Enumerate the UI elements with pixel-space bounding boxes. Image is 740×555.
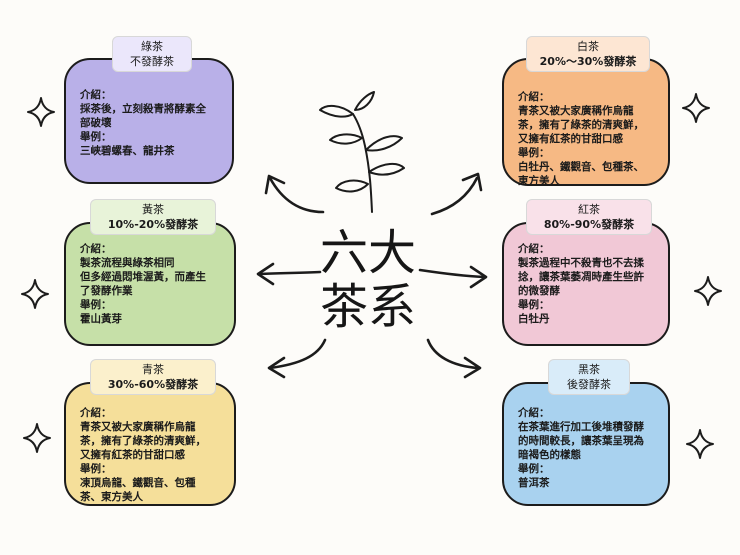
dark-tea-name: 黑茶: [578, 363, 600, 376]
dark-tea-card: 介紹： 在茶葉進行加工後堆積發酵 的時間較長，讓茶葉呈現為 暗褐色的樣態 舉例：…: [502, 382, 670, 506]
arrow-to-red-tea: [418, 265, 488, 289]
oolong-tea-name: 青茶: [142, 363, 164, 376]
white-tea-name: 白茶: [577, 40, 599, 53]
arrow-to-white-tea: [430, 172, 483, 216]
arrow-to-oolong-tea: [267, 338, 327, 379]
oolong-tea-card: 介紹： 青茶又被大家廣稱作烏龍 茶，擁有了綠茶的清爽鮮， 又擁有紅茶的甘甜口感 …: [64, 382, 236, 506]
red-tea-name: 紅茶: [578, 203, 600, 216]
arrow-to-yellow-tea: [256, 262, 322, 286]
dark-tea-label: 黑茶 後發酵茶: [548, 359, 630, 395]
red-tea-card: 介紹： 製茶過程中不殺青也不去揉 捻，讓茶葉萎凋時產生些許 的微發酵 舉例： 白…: [502, 222, 670, 346]
green-tea-ferment: 不發酵茶: [130, 55, 174, 68]
yellow-tea-name: 黃茶: [142, 203, 164, 216]
arrow-to-dark-tea: [426, 338, 482, 379]
sparkle-icon: [21, 279, 49, 309]
white-tea-ferment: 20%～30%發酵茶: [539, 55, 637, 68]
red-tea-ferment: 80%-90%發酵茶: [543, 218, 635, 231]
dark-tea-ferment: 後發酵茶: [567, 378, 611, 391]
yellow-tea-ferment: 10%-20%發酵茶: [107, 218, 199, 231]
sparkle-icon: [27, 97, 55, 127]
center-title-line1: 六大: [319, 225, 416, 281]
yellow-tea-label: 黃茶 10%-20%發酵茶: [90, 199, 216, 235]
yellow-tea-description: 介紹： 製茶流程與綠茶相同 但多經過悶堆渥黃，而產生 了發酵作業 舉例： 霍山黃…: [80, 243, 206, 325]
sparkle-icon: [694, 276, 722, 306]
green-tea-name: 綠茶: [141, 40, 163, 53]
oolong-tea-description: 介紹： 青茶又被大家廣稱作烏龍 茶，擁有了綠茶的清爽鮮， 又擁有紅茶的甘甜口感 …: [80, 407, 206, 503]
arrow-to-green-tea: [264, 174, 325, 214]
white-tea-label: 白茶 20%～30%發酵茶: [526, 36, 650, 72]
sparkle-icon: [682, 93, 710, 123]
white-tea-card: 介紹： 青茶又被大家廣稱作烏龍 茶，擁有了綠茶的清爽鮮， 又擁有紅茶的甘甜口感 …: [502, 58, 670, 187]
tea-leaf-icon: [319, 91, 405, 213]
green-tea-card: 介紹： 採茶後，立刻殺青將酵素全 部破壞 舉例： 三峽碧螺春、龍井茶: [64, 58, 234, 184]
oolong-tea-ferment: 30%-60%發酵茶: [107, 378, 199, 391]
sparkle-icon: [23, 423, 51, 453]
red-tea-description: 介紹： 製茶過程中不殺青也不去揉 捻，讓茶葉萎凋時產生些許 的微發酵 舉例： 白…: [518, 243, 644, 325]
yellow-tea-card: 介紹： 製茶流程與綠茶相同 但多經過悶堆渥黃，而產生 了發酵作業 舉例： 霍山黃…: [64, 222, 236, 346]
white-tea-description: 介紹： 青茶又被大家廣稱作烏龍 茶，擁有了綠茶的清爽鮮， 又擁有紅茶的甘甜口感 …: [518, 91, 644, 187]
green-tea-description: 介紹： 採茶後，立刻殺青將酵素全 部破壞 舉例： 三峽碧螺春、龍井茶: [80, 89, 206, 157]
sparkle-icon: [686, 429, 714, 459]
dark-tea-description: 介紹： 在茶葉進行加工後堆積發酵 的時間較長，讓茶葉呈現為 暗褐色的樣態 舉例：…: [518, 407, 644, 489]
center-title-line2: 茶系: [319, 279, 416, 335]
oolong-tea-label: 青茶 30%-60%發酵茶: [90, 359, 216, 395]
center-title: 六大 茶系: [318, 226, 418, 334]
green-tea-label: 綠茶 不發酵茶: [112, 36, 192, 72]
red-tea-label: 紅茶 80%-90%發酵茶: [526, 199, 652, 235]
